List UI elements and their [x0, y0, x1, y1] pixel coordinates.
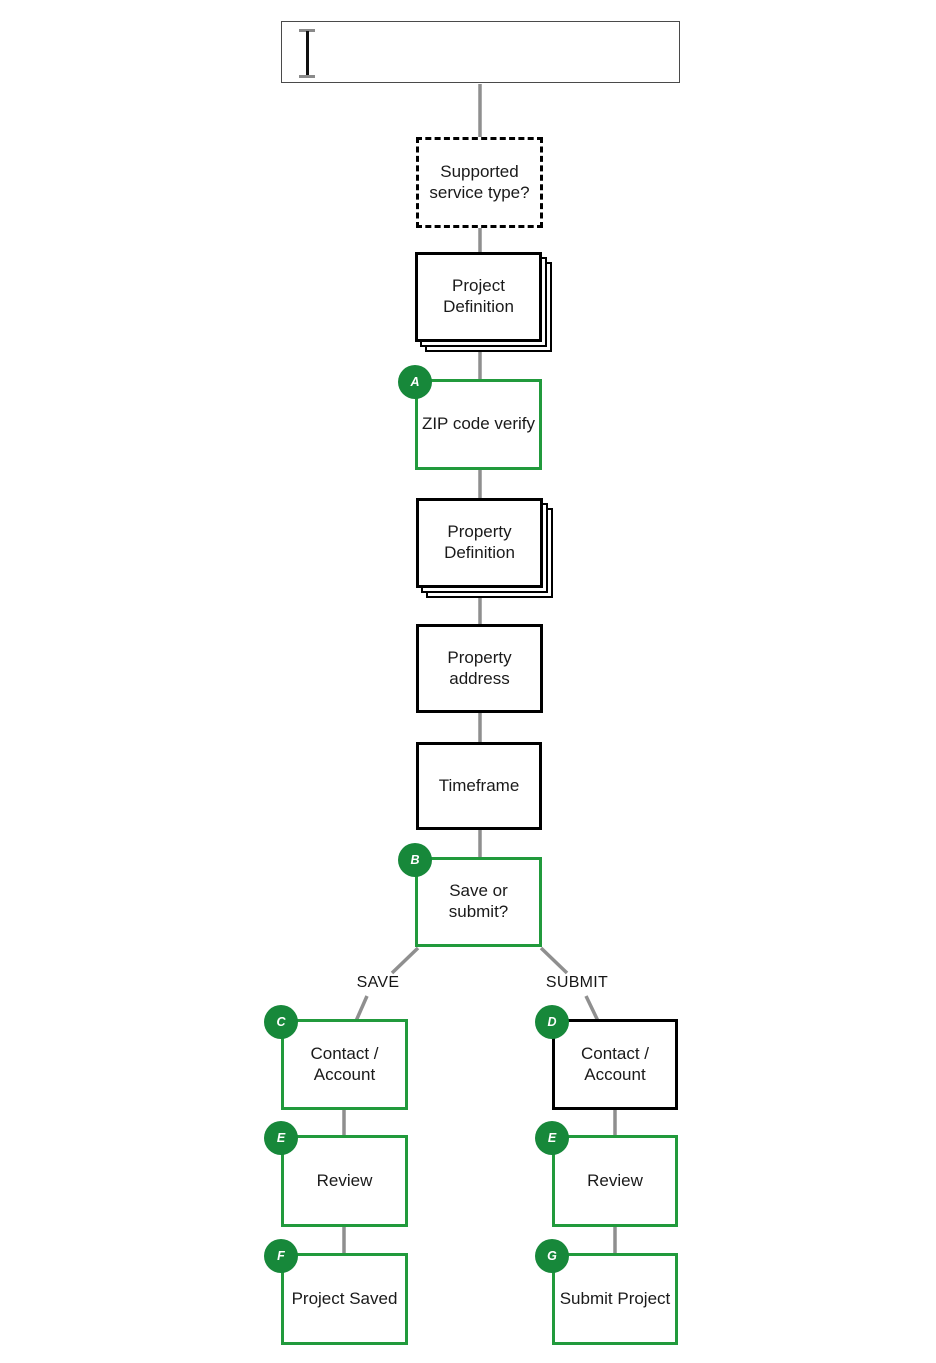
node-label: Supported service type? — [429, 161, 530, 202]
node-label: Review — [316, 1170, 373, 1190]
node-text-input — [281, 21, 680, 83]
node-property-definition-stack: Property Definition — [416, 498, 553, 598]
node-label: ZIP code verify — [421, 414, 536, 434]
node-review-submit: E Review — [535, 1121, 678, 1227]
node-label: Timeframe — [438, 775, 520, 795]
connector-branch-submit-upper — [539, 946, 569, 975]
node-project-saved: F Project Saved — [264, 1239, 408, 1345]
branch-label-save: SAVE — [356, 974, 400, 991]
text-cursor-stem — [306, 31, 309, 76]
node-label: Submit Project — [559, 1288, 671, 1308]
node-timeframe: Timeframe — [416, 742, 542, 830]
step-badge-g: G — [535, 1239, 569, 1273]
connector-branch-submit-lower — [584, 995, 600, 1022]
step-badge-d: D — [535, 1005, 569, 1039]
node-supported-service-type: Supported service type? — [416, 137, 543, 228]
text-cursor-cap-bottom — [299, 75, 315, 78]
node-label: Project Saved — [291, 1288, 398, 1308]
node-submit-project: G Submit Project — [535, 1239, 678, 1345]
step-badge-e-left: E — [264, 1121, 298, 1155]
connector-branch-save-upper — [390, 946, 420, 975]
step-badge-a: A — [398, 365, 432, 399]
node-label: Property Definition — [444, 522, 515, 562]
node-save-or-submit: B Save or submit? — [398, 843, 542, 947]
node-project-definition: Project Definition — [415, 252, 542, 342]
node-property-address: Property address — [416, 624, 543, 713]
node-zip-code-verify: A ZIP code verify — [398, 365, 542, 470]
node-contact-account-save: C Contact / Account — [264, 1005, 408, 1110]
step-badge-e-right: E — [535, 1121, 569, 1155]
step-badge-c: C — [264, 1005, 298, 1039]
text-cursor-cap-top — [299, 29, 315, 32]
node-label: Project Definition — [443, 276, 514, 316]
connector-branch-save-lower — [354, 995, 369, 1022]
branch-label-submit: SUBMIT — [545, 974, 609, 991]
node-review-save: E Review — [264, 1121, 408, 1227]
node-contact-account-submit: D Contact / Account — [535, 1005, 678, 1110]
node-label: Contact / Account — [580, 1043, 650, 1084]
node-label: Review — [587, 1170, 643, 1190]
node-property-definition: Property Definition — [416, 498, 543, 588]
node-project-definition-stack: Project Definition — [415, 252, 552, 352]
node-label: Save or submit? — [448, 881, 509, 921]
step-badge-f: F — [264, 1239, 298, 1273]
node-label: Property address — [447, 647, 512, 688]
text-cursor-icon — [299, 29, 315, 78]
step-badge-b: B — [398, 843, 432, 877]
node-label: Contact / Account — [310, 1043, 379, 1084]
